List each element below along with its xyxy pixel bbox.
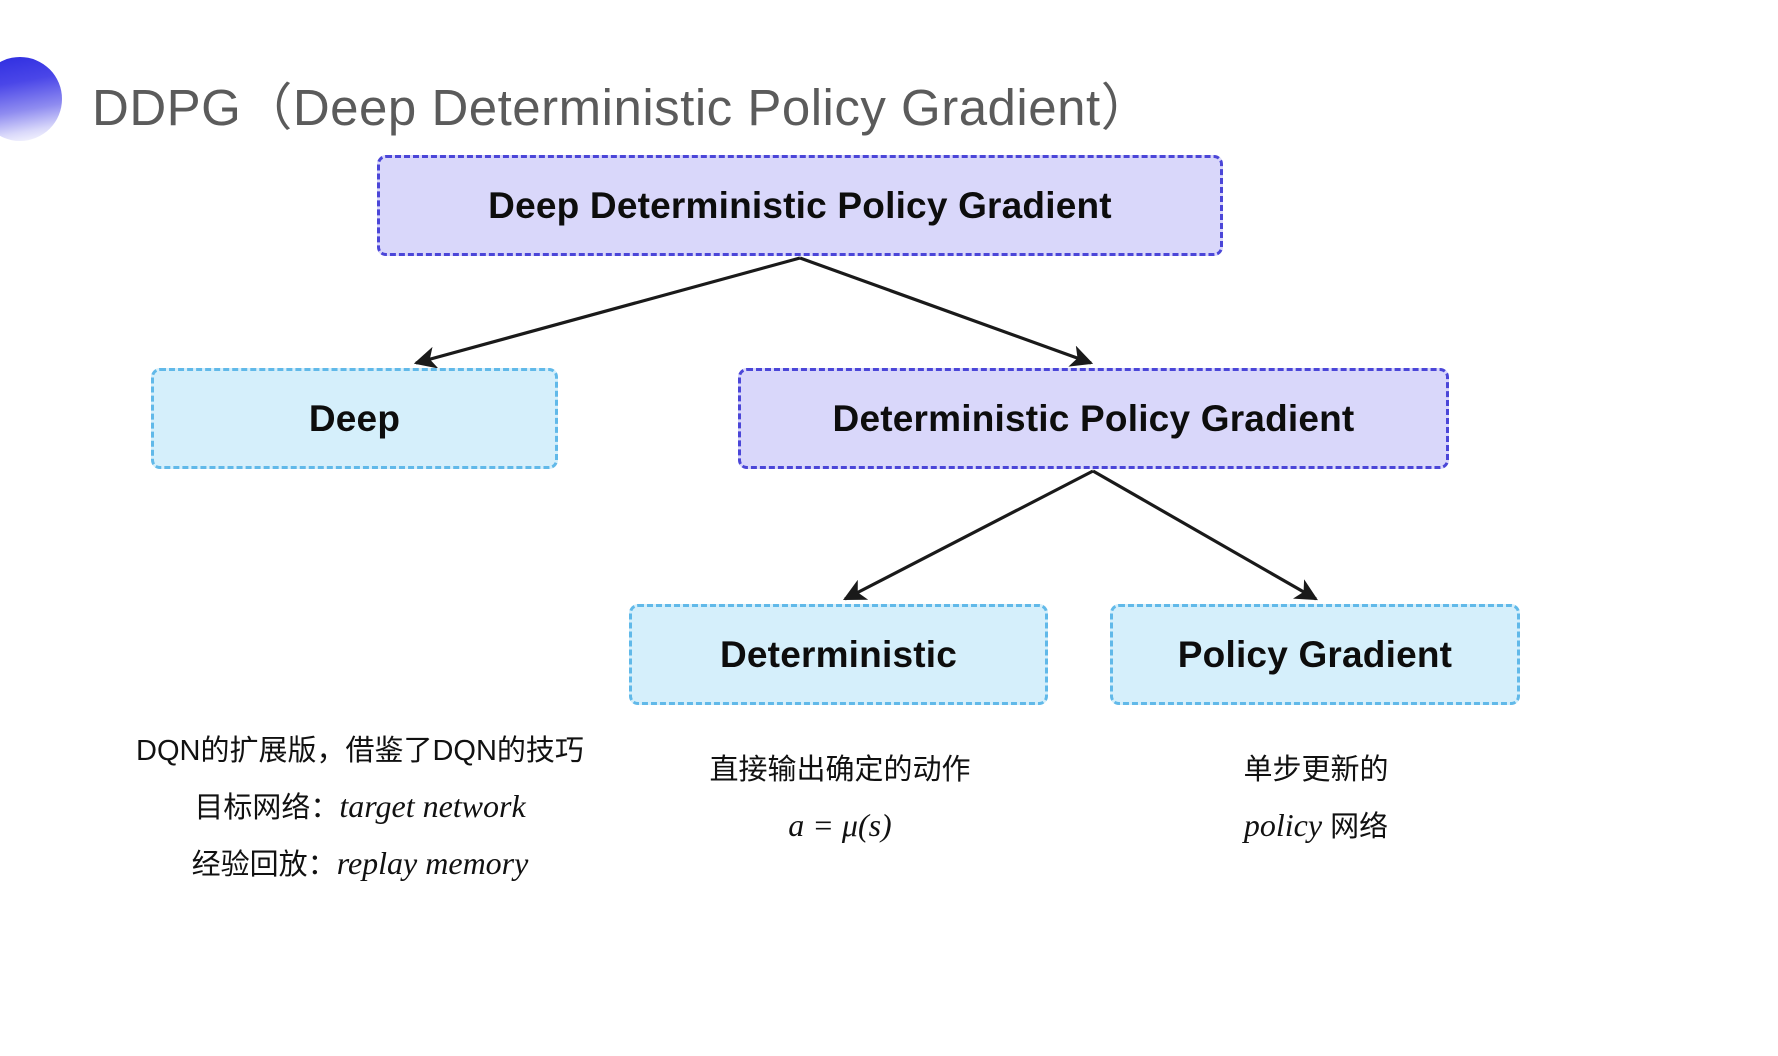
arrow-root-to-deep: [413, 256, 801, 369]
node-deep[interactable]: Deep: [151, 368, 558, 469]
caption-deep-line2-label: 目标网络：: [194, 791, 340, 824]
caption-deterministic-line1: 直接输出确定的动作: [709, 754, 971, 786]
arrow-dpg-to-policy-gradient: [1092, 469, 1318, 601]
caption-deep-line1: DQN的扩展版，借鉴了DQN的技巧: [136, 735, 584, 767]
arrow-root-to-dpg: [799, 256, 1094, 367]
caption-deterministic-formula: a = μ(s): [788, 806, 892, 843]
caption-policy-gradient-line1: 单步更新的: [1243, 754, 1389, 786]
page-title: DDPG（Deep Deterministic Policy Gradient）: [92, 79, 1153, 136]
caption-deep: DQN的扩展版，借鉴了DQN的技巧 目标网络：target network 经验…: [100, 726, 620, 892]
node-policy-gradient[interactable]: Policy Gradient: [1110, 604, 1520, 705]
caption-policy-gradient-suffix: 网络: [1322, 810, 1389, 843]
caption-policy-gradient-line2: policy 网络: [1120, 797, 1512, 854]
caption-deep-line3-term: replay memory: [336, 844, 529, 881]
caption-policy-gradient: 单步更新的 policy 网络: [1120, 745, 1512, 854]
caption-deep-line3: 经验回放：replay memory: [100, 835, 620, 892]
gradient-circle-bullet-icon: [0, 57, 62, 141]
node-deep-deterministic-policy-gradient[interactable]: Deep Deterministic Policy Gradient: [377, 155, 1223, 256]
caption-deep-line2: 目标网络：target network: [100, 778, 620, 835]
caption-policy-gradient-term: policy: [1243, 806, 1323, 843]
caption-deterministic: 直接输出确定的动作 a = μ(s): [640, 745, 1040, 854]
node-deterministic[interactable]: Deterministic: [629, 604, 1048, 705]
caption-deep-line2-term: target network: [339, 787, 526, 824]
caption-deep-line3-label: 经验回放：: [191, 848, 337, 881]
node-deterministic-policy-gradient[interactable]: Deterministic Policy Gradient: [738, 368, 1449, 469]
arrow-dpg-to-deterministic: [843, 469, 1094, 601]
